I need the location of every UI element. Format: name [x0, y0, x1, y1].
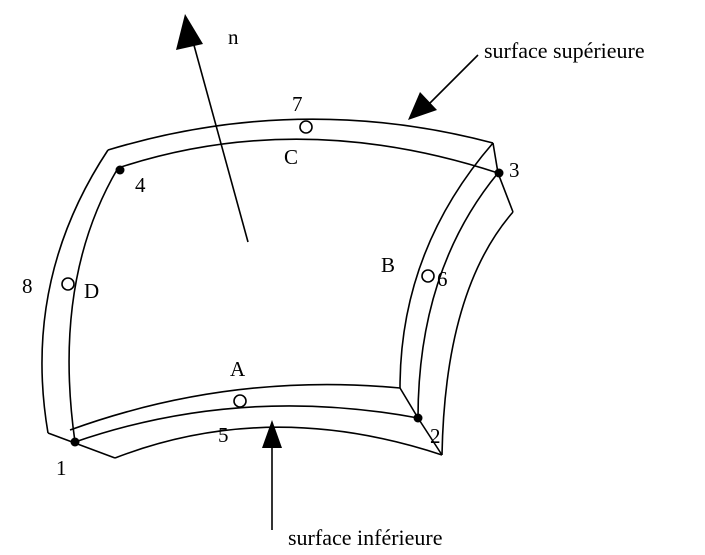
node-5-label: 5	[218, 423, 229, 447]
normal-arrowhead	[176, 14, 203, 50]
edge-B-label: B	[381, 253, 395, 277]
normal-vector	[191, 37, 249, 243]
bottom-inner-edge	[74, 405, 419, 443]
edge-C-label: C	[284, 145, 298, 169]
lower-surface-label: surface inférieure	[288, 525, 443, 550]
node-5-marker	[233, 394, 247, 408]
node-7-marker	[299, 120, 313, 134]
left-inner-edge	[68, 167, 119, 443]
node-3-marker	[494, 168, 504, 178]
node-8-marker	[61, 277, 75, 291]
right-inner-edge	[417, 172, 499, 419]
node-4-marker	[115, 165, 125, 175]
lower-surface-arrowhead	[262, 420, 282, 448]
node-2-label: 2	[430, 424, 441, 448]
left-outer-edge	[41, 149, 109, 434]
top-outer-edge	[107, 118, 494, 151]
edge-D-label: D	[84, 279, 99, 303]
right-outer-edge	[441, 211, 514, 456]
node-7-label: 7	[292, 92, 303, 116]
upper-surface-label: surface supérieure	[484, 38, 645, 63]
right-upper-edge	[399, 142, 494, 389]
normal-label: n	[228, 25, 239, 49]
node-3-label: 3	[509, 158, 520, 182]
node-2-marker	[413, 413, 423, 423]
upper-surface-arrowhead	[408, 92, 437, 120]
node-8-label: 8	[22, 274, 33, 298]
top-inner-edge	[117, 138, 499, 174]
edge-A-label: A	[230, 357, 246, 381]
node-1-marker	[70, 437, 80, 447]
bottom-upper-edge	[69, 383, 401, 431]
node-6-label: 6	[437, 267, 448, 291]
bottom-left-thickness	[47, 432, 116, 459]
node-6-marker	[421, 269, 435, 283]
node-4-label: 4	[135, 173, 146, 197]
node-1-label: 1	[56, 456, 67, 480]
upper-surface-pointer	[424, 54, 479, 109]
